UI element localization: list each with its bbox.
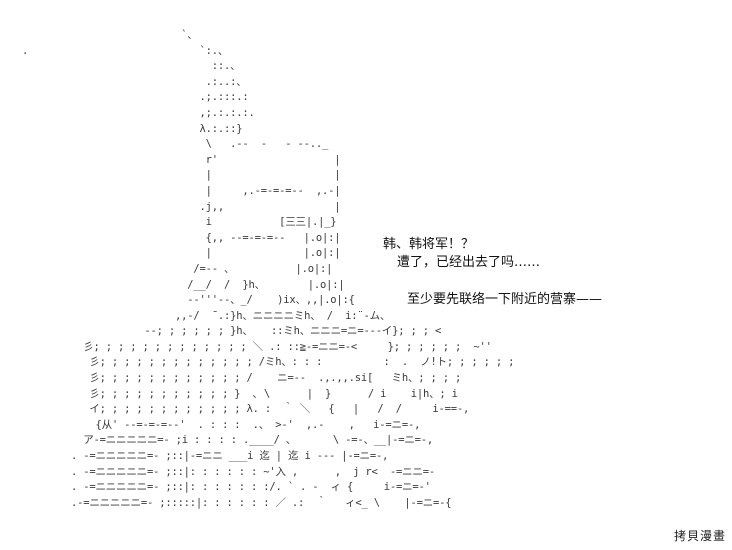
dialogue-line-2: 遭了，已经出去了吗…… — [397, 255, 541, 270]
armored-general-ascii-art: `、 . `:.、 ::.、 .:..:、 .;.:::.: ,;.:.:.:. — [22, 29, 515, 509]
watermark-text: 拷貝漫畫 — [673, 529, 726, 543]
dialogue-line-3: 至少要先联络一下附近的营寨—— — [407, 292, 603, 307]
dialogue-line-1: 韩、韩将军！？ — [383, 237, 475, 252]
